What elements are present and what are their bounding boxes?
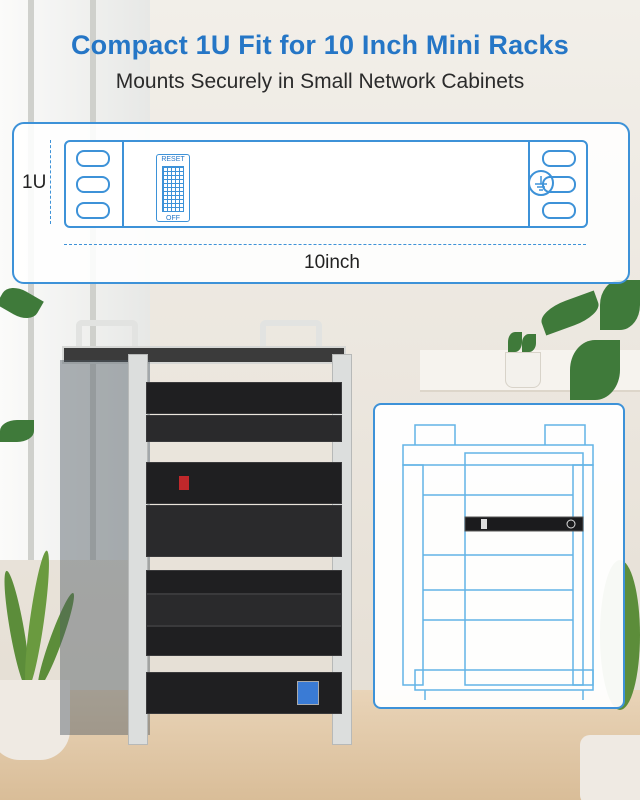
rack-line-drawing: [402, 424, 594, 700]
rack-sketch-inset: [373, 403, 625, 709]
mounting-slot: [76, 202, 110, 219]
plant-leaf: [522, 334, 536, 352]
mounting-slot: [76, 176, 110, 193]
mounting-slot: [542, 176, 576, 193]
plant-leaf: [508, 332, 522, 352]
rack-post: [128, 354, 148, 745]
switch-grille: [162, 166, 184, 212]
network-rack-photo: [50, 320, 352, 745]
headline: Compact 1U Fit for 10 Inch Mini Racks: [70, 30, 569, 60]
cable-manager-unit: [146, 626, 342, 656]
rack-handle: [76, 320, 138, 354]
power-switch-icon: RESET OFF: [156, 154, 190, 222]
plant-leaf: [570, 340, 620, 400]
right-mounting-ear: [528, 142, 586, 226]
rack-bracket-outline: RESET OFF: [64, 140, 588, 228]
switch-top-label: RESET: [161, 156, 185, 163]
left-mounting-ear: [66, 142, 124, 226]
mounting-slot: [76, 150, 110, 167]
power-switch-icon: [179, 476, 189, 490]
cable-manager-unit: [146, 415, 342, 442]
dimension-diagram: 1U RESET OFF 10inch: [12, 122, 630, 284]
plant-leaf: [537, 290, 603, 336]
small-plant-pot: [505, 352, 541, 388]
plant-leaf: [600, 280, 640, 330]
height-label: 1U: [22, 172, 47, 193]
server-unit: [146, 570, 342, 594]
rack-handle: [260, 320, 322, 354]
bracket-highlight: [464, 516, 584, 532]
server-unit: [146, 594, 342, 626]
width-dimension-line: [64, 244, 586, 245]
width-label: 10inch: [304, 252, 360, 273]
subheadline: Mounts Securely in Small Network Cabinet…: [115, 70, 525, 93]
ups-unit: [146, 672, 342, 714]
power-switch-icon: [481, 519, 487, 529]
ups-display: [297, 681, 319, 705]
pdu-unit: [146, 462, 342, 504]
mounting-slot: [542, 202, 576, 219]
mounting-slot: [542, 150, 576, 167]
ground-symbol-icon: [566, 519, 576, 529]
plant-leaf: [0, 420, 34, 442]
planter-left: [0, 680, 70, 760]
patch-panel-unit: [146, 505, 342, 557]
planter-right: [580, 735, 640, 800]
height-dimension-line: [50, 140, 51, 224]
network-switch-unit: [146, 382, 342, 414]
switch-bottom-label: OFF: [166, 215, 180, 222]
